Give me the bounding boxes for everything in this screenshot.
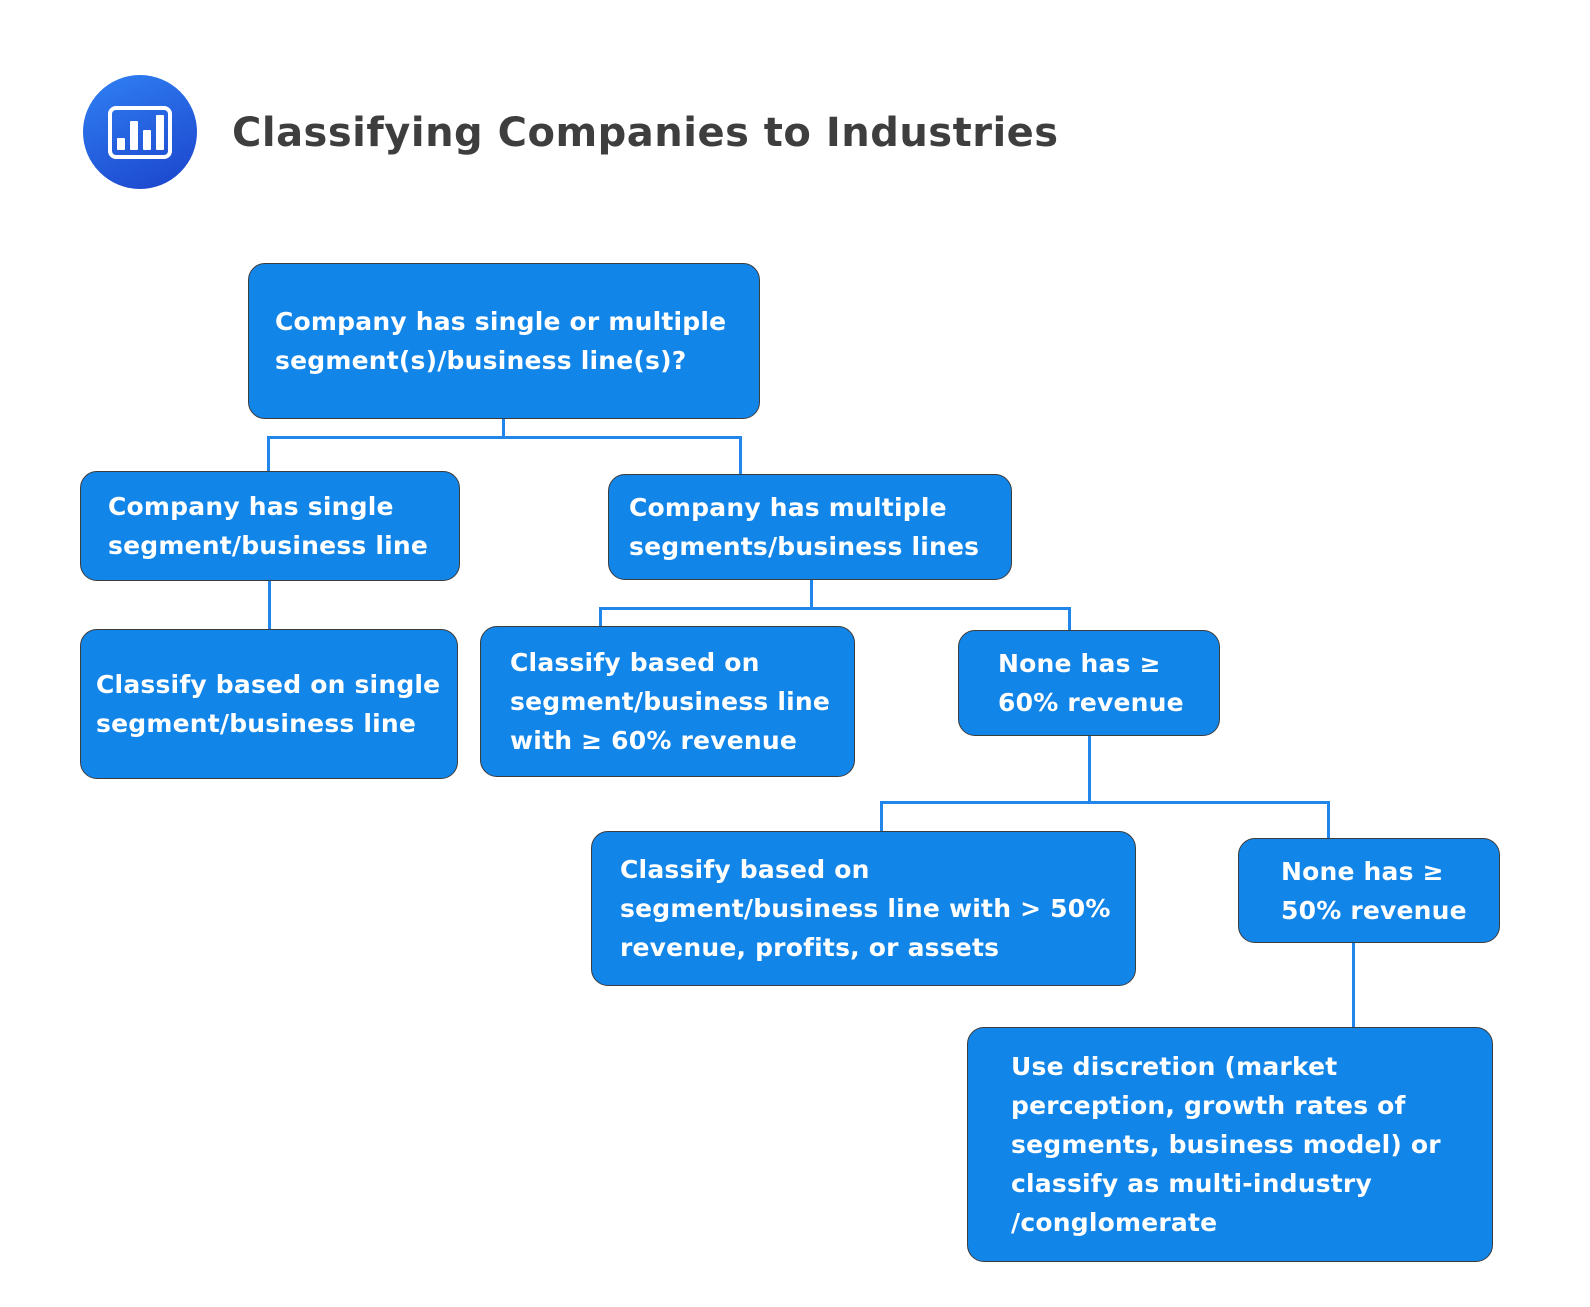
node-label: None has ≥ 50% revenue (1281, 856, 1467, 925)
connector-multiple-to-none60 (1068, 607, 1071, 632)
bar-chart-frame (108, 105, 172, 159)
node-label: Company has multiple segments/business l… (629, 493, 980, 561)
connector-single-to-classify (268, 579, 271, 631)
node-none-60-revenue: None has ≥ 60% revenue (958, 630, 1220, 736)
bar-chart-icon (83, 75, 197, 189)
connector-none60-bar (880, 801, 1330, 804)
node-label: Company has single segment/business line (108, 492, 429, 560)
connector-multiple-to-classify60 (599, 607, 602, 628)
connector-multiple-stem (810, 578, 813, 610)
node-label: Classify based on segment/business line … (510, 648, 831, 755)
node-label: Use discretion (market perception, growt… (1011, 1052, 1441, 1237)
connector-none60-stem (1088, 734, 1091, 804)
connector-root-stem (502, 417, 505, 439)
node-none-50-revenue: None has ≥ 50% revenue (1238, 838, 1500, 943)
node-label: Classify based on segment/business line … (620, 855, 1111, 962)
connector-root-to-single (267, 436, 270, 473)
connector-multiple-bar (599, 607, 1071, 610)
connector-none60-to-classify50 (880, 801, 883, 833)
node-label: None has ≥ 60% revenue (998, 649, 1184, 717)
node-label: Classify based on single segment/busines… (96, 670, 441, 738)
connector-none50-to-discretion (1352, 941, 1355, 1029)
node-label: Company has single or multiple segment(s… (275, 307, 727, 375)
node-classify-single: Classify based on single segment/busines… (80, 629, 458, 779)
node-classify-50-revenue: Classify based on segment/business line … (591, 831, 1136, 986)
connector-root-to-multiple (739, 436, 742, 476)
page-title: Classifying Companies to Industries (232, 110, 1059, 156)
node-question-segments: Company has single or multiple segment(s… (248, 263, 760, 419)
node-use-discretion: Use discretion (market perception, growt… (967, 1027, 1493, 1262)
connector-root-bar (267, 436, 742, 439)
node-single-segment: Company has single segment/business line (80, 471, 460, 581)
node-classify-60-revenue: Classify based on segment/business line … (480, 626, 855, 777)
node-multiple-segments: Company has multiple segments/business l… (608, 474, 1012, 580)
connector-none60-to-none50 (1327, 801, 1330, 840)
